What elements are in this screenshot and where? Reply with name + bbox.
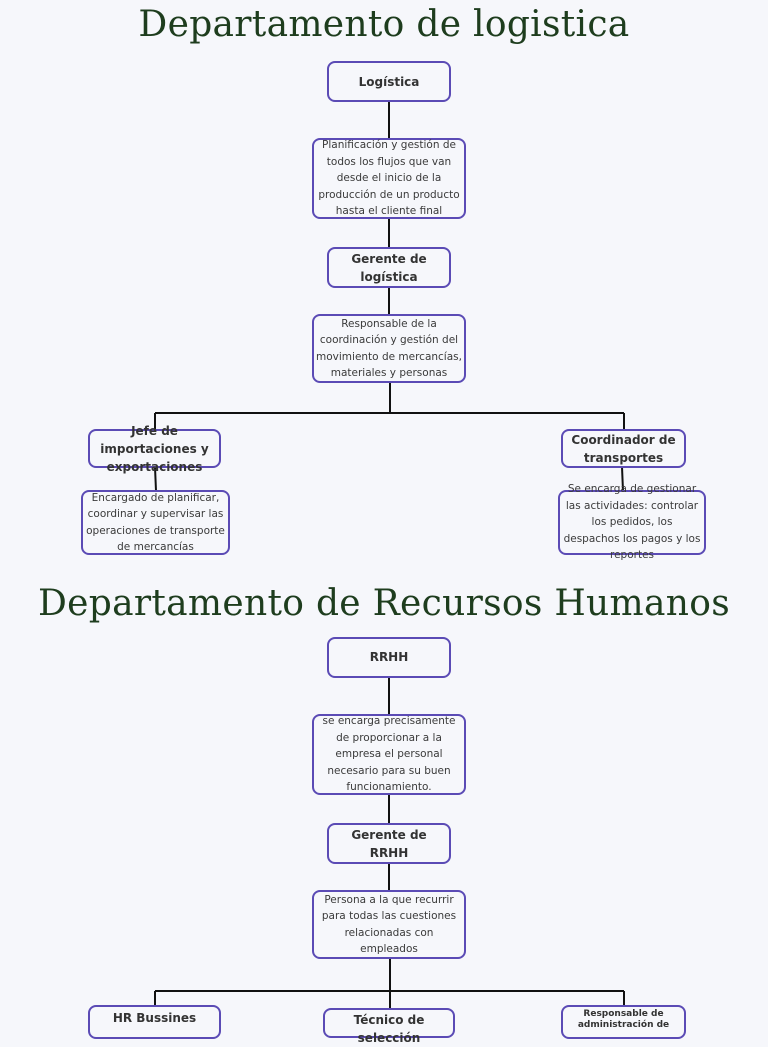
hr-root-description: se encarga precisamente de proporcionar … bbox=[312, 714, 466, 795]
hr-title: Departamento de Recursos Humanos bbox=[38, 583, 730, 624]
logistics-title: Departamento de logistica bbox=[138, 4, 630, 45]
transport-coordinator-node: Coordinador de transportes bbox=[561, 429, 686, 468]
hr-root-node: RRHH bbox=[327, 637, 451, 678]
import-export-chief-node: Jefe de importaciones y exportaciones bbox=[88, 424, 221, 474]
import-export-chief-description: Encargado de planificar, coordinar y sup… bbox=[81, 490, 230, 555]
logistics-manager-node: Gerente de logística bbox=[327, 247, 451, 288]
hr-manager-description: Persona a la que recurrir para todas las… bbox=[312, 890, 466, 959]
logistics-manager-description: Responsable de la coordinación y gestión… bbox=[312, 314, 466, 383]
transport-coordinator-description: Se encarga de gestionar las actividades:… bbox=[558, 483, 706, 561]
logistics-root-node: Logística bbox=[327, 61, 451, 102]
hr-business-node: HR Bussines bbox=[88, 1005, 221, 1039]
selection-technician-node: Técnico de selección bbox=[323, 1008, 455, 1045]
hr-manager-node: Gerente de RRHH bbox=[327, 823, 451, 864]
administration-manager-node: Responsable de administración de bbox=[561, 1005, 686, 1039]
logistics-root-description: Planificación y gestión de todos los flu… bbox=[312, 138, 466, 219]
